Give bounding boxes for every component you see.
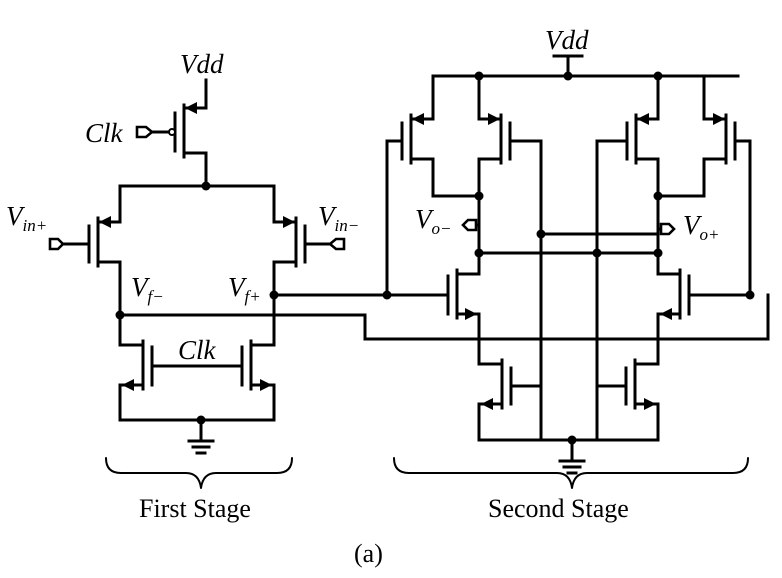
pmos-p3-icon bbox=[595, 74, 660, 442]
clk-label-bottom: Clk bbox=[178, 335, 217, 365]
clk-input-port-icon bbox=[135, 125, 176, 139]
vin-minus-label: Vin− bbox=[318, 201, 359, 235]
vin-plus-label: Vin+ bbox=[6, 201, 47, 235]
second-stage-brace bbox=[393, 457, 749, 489]
figure-caption: (a) bbox=[354, 539, 383, 568]
first-stage-brace bbox=[105, 457, 293, 489]
tail-node-dot bbox=[201, 181, 211, 191]
ground-icon bbox=[558, 438, 586, 475]
second-stage-caption: Second Stage bbox=[488, 494, 629, 523]
input-pmos-right-icon bbox=[272, 184, 346, 317]
reset-nmos-right-icon bbox=[240, 313, 276, 391]
vo-plus-output-port-icon bbox=[656, 222, 676, 236]
vo-minus-label: Vo− bbox=[415, 204, 451, 238]
vdd-label-second-stage: Vdd bbox=[545, 25, 589, 55]
vdd-label-first-stage: Vdd bbox=[180, 49, 224, 79]
second-stage-circuit bbox=[382, 54, 755, 475]
nmos-n1-icon bbox=[446, 260, 481, 366]
vin-plus-input-port-icon bbox=[48, 237, 65, 251]
nmos-n3-icon bbox=[477, 358, 543, 410]
vf-plus-label: Vf+ bbox=[228, 272, 261, 306]
vf-plus-node-dot bbox=[269, 290, 279, 300]
reset-nmos-left-icon bbox=[118, 313, 154, 391]
vo-plus-label: Vo+ bbox=[683, 210, 719, 244]
ground-icon bbox=[187, 418, 215, 455]
first-stage-caption: First Stage bbox=[139, 494, 251, 523]
tail-pmos-transistor-icon bbox=[173, 78, 208, 188]
input-pmos-left-icon bbox=[48, 184, 122, 317]
pmos-p4-icon bbox=[656, 74, 752, 297]
vin-minus-input-port-icon bbox=[327, 237, 346, 251]
vo-minus-output-port-icon bbox=[461, 218, 481, 232]
clk-label-top: Clk bbox=[85, 118, 124, 148]
pmos-p2-icon bbox=[477, 74, 543, 442]
vf-minus-label: Vf− bbox=[131, 272, 164, 306]
nmos-n2-icon bbox=[656, 260, 691, 366]
first-stage-circuit bbox=[48, 78, 770, 455]
pmos-p1-icon bbox=[385, 74, 481, 297]
nmos-n4-icon bbox=[595, 358, 660, 410]
